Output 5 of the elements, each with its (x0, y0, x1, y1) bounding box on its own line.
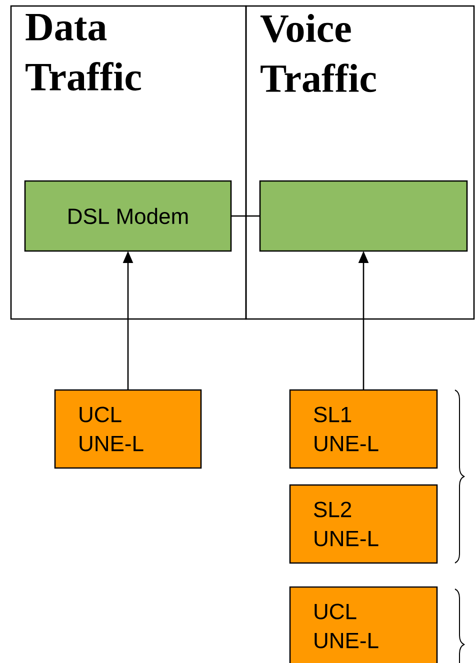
line-box: UCL UNE-L (289, 586, 438, 663)
traffic-panel: Voice Traffic (245, 5, 475, 320)
connector-line (231, 215, 260, 217)
equipment-box (259, 180, 468, 252)
equipment-box: DSL Modem (24, 180, 232, 252)
